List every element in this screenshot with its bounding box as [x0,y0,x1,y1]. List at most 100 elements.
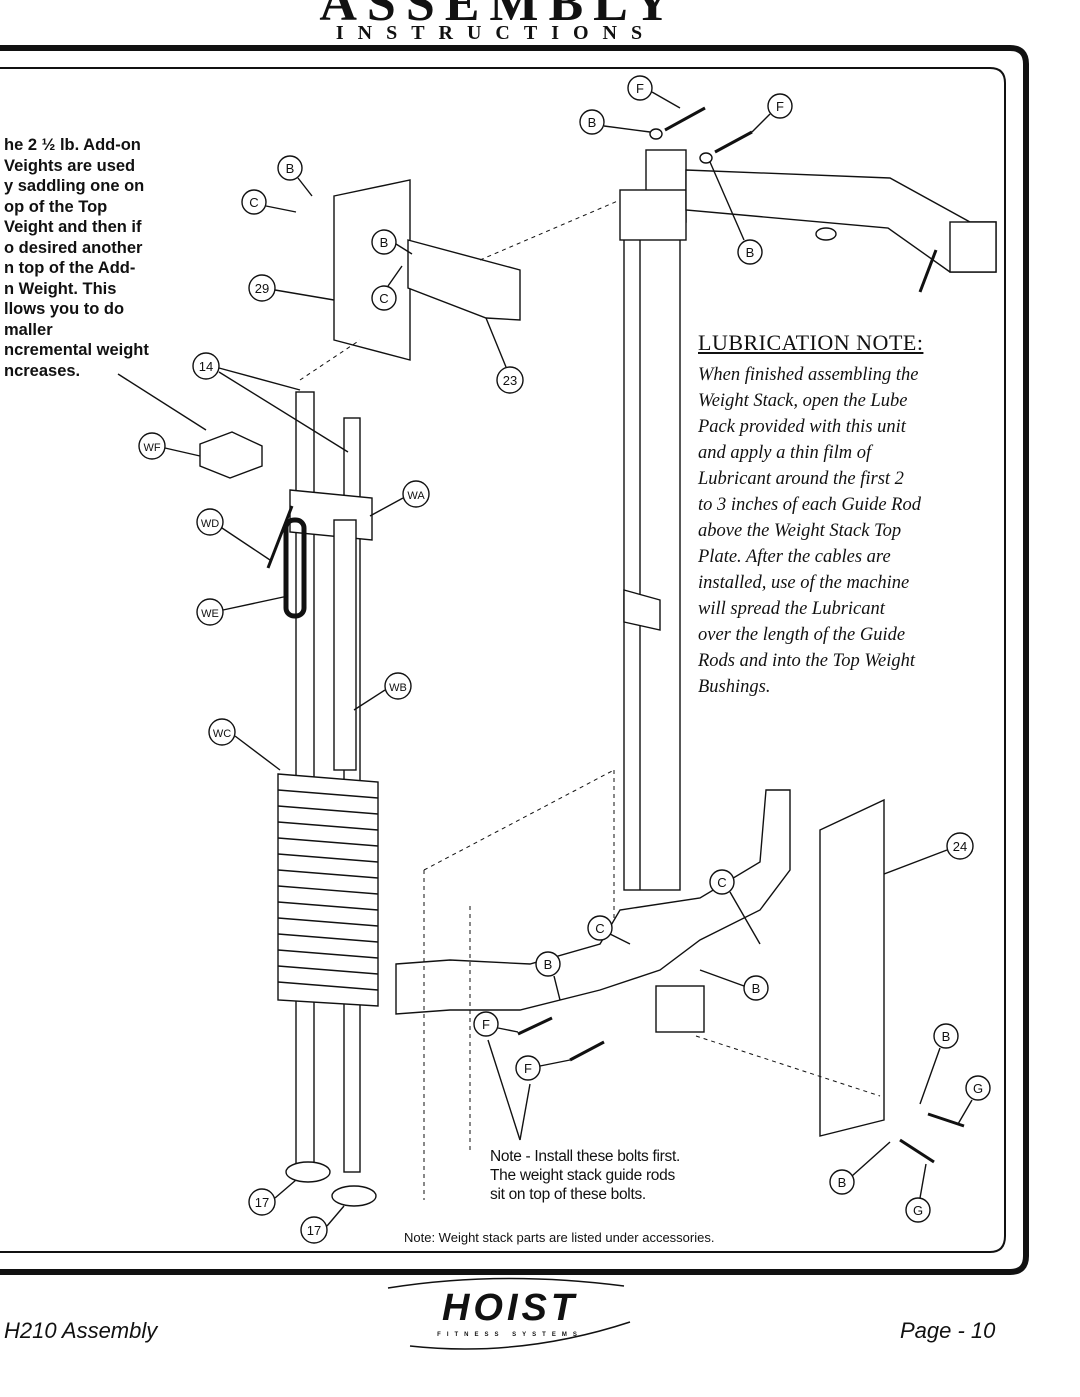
note-line: over the length of the Guide [698,625,906,645]
hoist-logo: HOIST FITNESS SYSTEMS [387,1277,631,1350]
lubrication-note-heading: LUBRICATION NOTE: [698,330,924,355]
callout-label: 29 [255,281,269,296]
callout-label: B [838,1175,847,1190]
note-line: n Weight. This [4,279,117,298]
note-line: n top of the Add- [4,259,136,277]
note-line: to 3 inches of each Guide Rod [698,495,921,515]
callout-wb [353,672,412,711]
note-line: and apply a thin film of [698,443,872,463]
callout-label: C [595,921,604,936]
callout-f-right [751,93,793,133]
note-line: installed, use of the machine [698,573,910,593]
callout-label: F [636,81,644,96]
callout-b-plate-top [277,155,313,197]
callout-c-plate-mid [371,265,403,311]
callout-label: B [588,115,597,130]
note-line: he 2 ½ lb. Add-on [4,136,141,154]
base-frame [395,789,885,1137]
callout-f-base-right [515,1055,571,1081]
callout-wc [208,718,281,771]
callout-label: 14 [199,359,213,374]
logo-wordmark: HOIST [442,1287,578,1329]
callout-b-side-bottom [829,1141,891,1195]
callout-we [196,595,289,626]
callout-label: 23 [503,373,517,388]
callout-label: C [717,875,726,890]
note-line: y saddling one on [4,177,145,195]
base-bolts [517,1016,965,1164]
callout-23 [485,317,524,394]
callout-b-side-top [919,1023,959,1105]
note-line: When finished assembling the [698,365,919,385]
callout-label: G [913,1203,923,1218]
callout-label: B [746,245,755,260]
note-line: Veight and then if [4,218,142,236]
page-subtitle: INSTRUCTIONS [335,22,657,44]
callout-b-base-left [535,951,561,1001]
note-line: Rods and into the Top Weight [698,651,916,671]
callout-label: C [379,291,388,306]
footer-document-name: H210 Assembly [4,1318,158,1343]
note-line: Pack provided with this unit [698,417,906,437]
install-bolts-note: Note - Install these bolts first. The we… [490,1147,680,1204]
callout-label: WD [201,518,219,530]
note-line: above the Weight Stack Top [698,521,902,541]
callout-b-top [579,109,651,135]
note-line: Note - Install these bolts first. [490,1148,680,1165]
callout-label: B [752,981,761,996]
callout-label: WF [143,442,160,454]
callout-label: B [286,161,295,176]
callout-17-right [300,1205,345,1244]
callout-g-side-top [957,1075,991,1125]
logo-tagline: FITNESS SYSTEMS [437,1332,583,1338]
callout-label: B [380,235,389,250]
note-line: ncremental weight [4,341,149,359]
callout-wf [138,432,201,460]
note-line: o desired another [4,238,143,257]
callout-label: F [776,99,784,114]
note-arrows [117,373,531,1141]
callout-c-plate-top [241,189,297,215]
callout-label: 17 [307,1223,321,1238]
note-line: Plate. After the cables are [698,547,891,567]
weight-stack [199,391,379,1207]
callout-label: F [524,1061,532,1076]
note-line: Lubricant around the first 2 [698,469,904,489]
callout-c-base-right [709,869,761,945]
callout-f-top [627,75,681,109]
weight-stack-parts-note: Note: Weight stack parts are listed unde… [404,1230,715,1245]
callout-f-base-left [473,1011,519,1037]
callout-wa [369,480,430,517]
top-bolts [649,106,753,164]
add-on-weight-note: he 2 ½ lb. Add-on Veights are used y sad… [4,135,184,381]
upright-column [619,149,687,891]
note-line: llows you to do [4,300,125,318]
callout-17-left [248,1179,297,1216]
callout-label: WE [201,608,219,620]
callout-24 [883,832,974,875]
callout-label: WC [213,728,231,740]
top-arm [685,169,997,293]
callout-label: 17 [255,1195,269,1210]
callout-b-plate-mid [371,229,413,255]
note-line: ncreases. [4,361,81,380]
top-plate-assembly [333,179,521,361]
note-line: Veights are used [4,156,136,175]
callout-c-base-left [587,915,631,945]
dashed-guides [299,199,881,1200]
callout-14 [192,352,349,453]
callout-label: WB [389,682,407,694]
note-line: will spread the Lubricant [698,599,885,619]
note-line: op of the Top [4,197,108,216]
note-line: Bushings. [698,677,771,697]
note-line: maller [4,320,53,339]
callout-label: B [942,1029,951,1044]
callout-29 [248,274,335,302]
lubrication-note-body: When finished assembling the Weight Stac… [698,362,998,700]
callout-label: B [544,957,553,972]
callout-label: F [482,1017,490,1032]
note-line: sit on top of these bolts. [490,1186,646,1203]
page-title: ASSEMBLY [319,0,681,32]
